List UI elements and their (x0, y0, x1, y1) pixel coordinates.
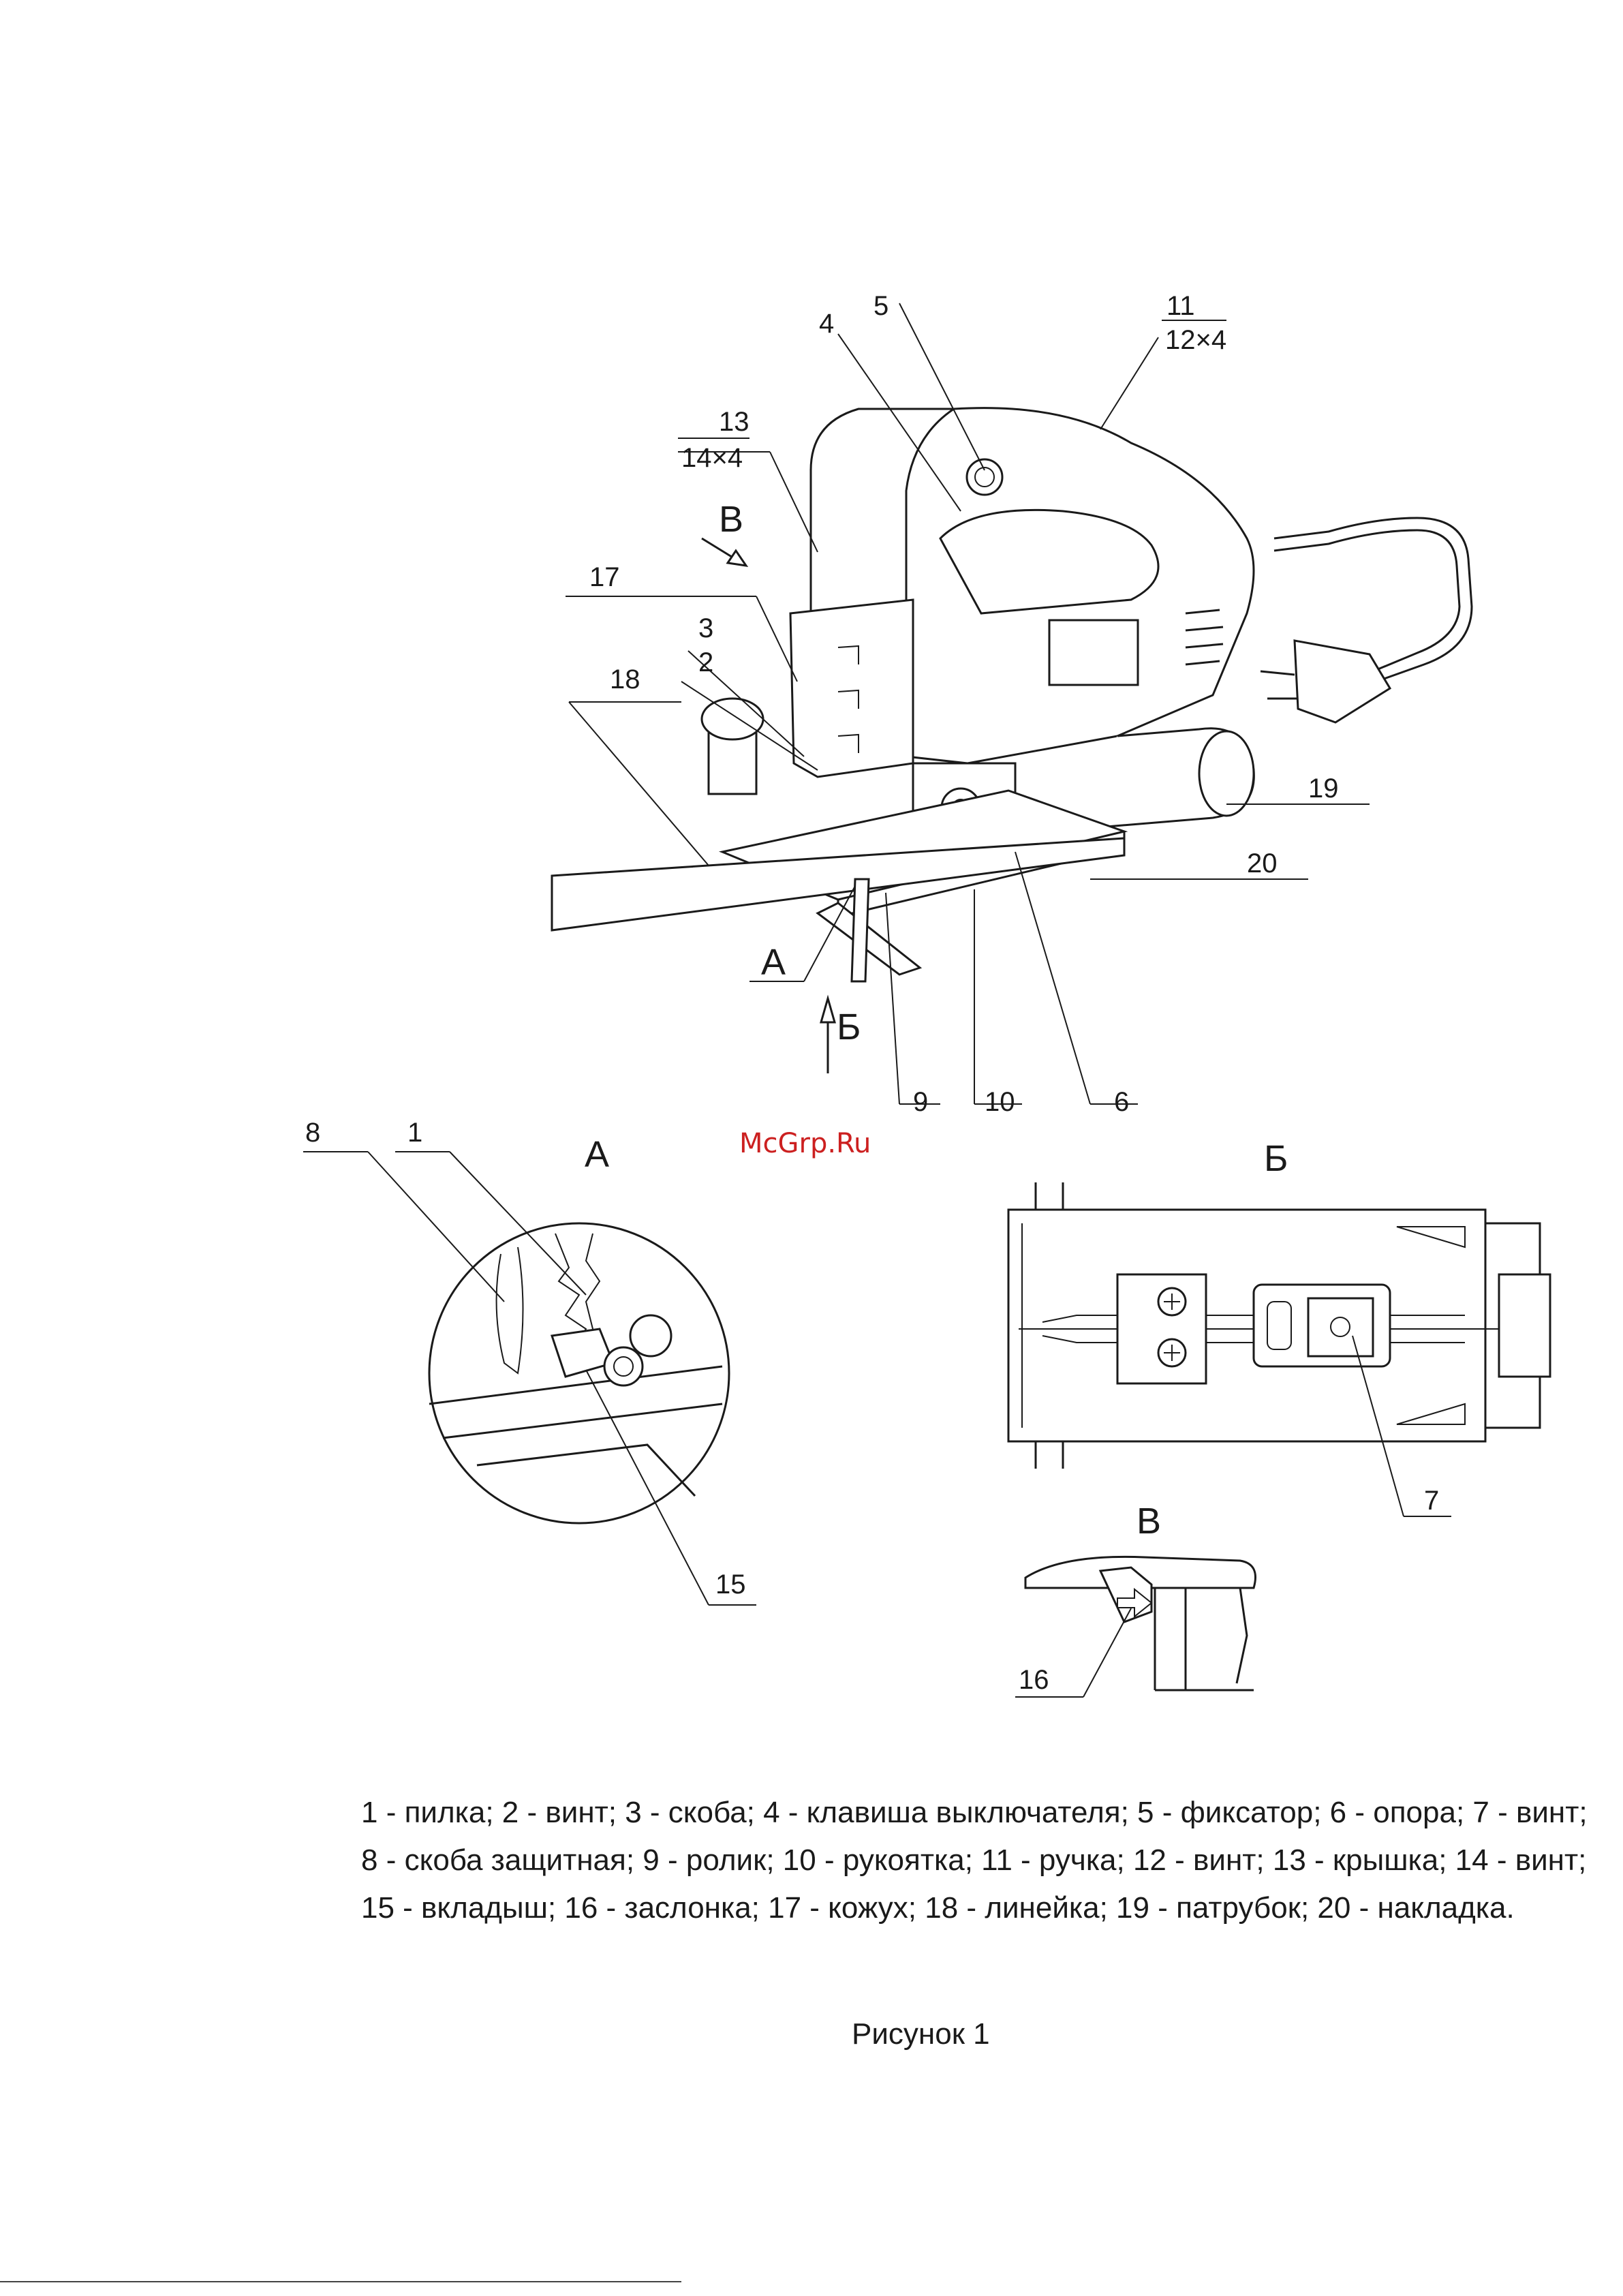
detail-a-view (303, 1151, 756, 1606)
callout-20: 20 (1247, 848, 1278, 878)
jigsaw-main-view (551, 407, 1473, 983)
callout-11: 11 (1166, 291, 1195, 321)
callout-9: 9 (913, 1087, 928, 1117)
view-label-v-arrow: В (719, 499, 743, 540)
callout-19: 19 (1308, 774, 1339, 803)
callout-4: 4 (819, 309, 834, 339)
callout-6: 6 (1114, 1087, 1129, 1117)
callout-5: 5 (874, 291, 888, 321)
callout-17: 17 (589, 562, 620, 592)
callout-18: 18 (610, 664, 640, 694)
callout-13: 13 (719, 407, 749, 437)
callout-7: 7 (1424, 1486, 1439, 1516)
detail-b-title: Б (1264, 1138, 1288, 1179)
main-view-leaders (566, 303, 1370, 1105)
callout-8: 8 (305, 1118, 320, 1148)
callout-16: 16 (1019, 1665, 1049, 1695)
legend-line-3: 15 - вкладыш; 16 - заслонка; 17 - кожух;… (361, 1891, 1515, 1925)
bottom-rule (0, 2281, 681, 2282)
watermark: McGrp.Ru (739, 1128, 871, 1159)
parts-legend: 1 - пилка; 2 - винт; 3 - скоба; 4 - клав… (361, 1789, 1588, 1932)
detail-v-title: В (1137, 1501, 1161, 1542)
callout-15: 15 (715, 1570, 746, 1599)
view-label-b-arrow: Б (837, 1007, 861, 1047)
callout-14: 14×4 (681, 443, 743, 473)
callout-10: 10 (985, 1087, 1015, 1117)
legend-line-1: 1 - пилка; 2 - винт; 3 - скоба; 4 - клав… (361, 1796, 1588, 1829)
detail-a-title: А (585, 1134, 609, 1175)
callout-1: 1 (407, 1118, 422, 1148)
detail-v-view (1015, 1555, 1256, 1698)
callout-2: 2 (698, 647, 713, 677)
figure-caption: Рисунок 1 (852, 2017, 990, 2051)
callout-12: 12×4 (1165, 325, 1226, 355)
view-label-a-arrow: А (761, 942, 786, 983)
callout-3: 3 (698, 613, 713, 643)
legend-line-2: 8 - скоба защитная; 9 - ролик; 10 - руко… (361, 1843, 1587, 1877)
detail-b-view (1007, 1182, 1551, 1517)
